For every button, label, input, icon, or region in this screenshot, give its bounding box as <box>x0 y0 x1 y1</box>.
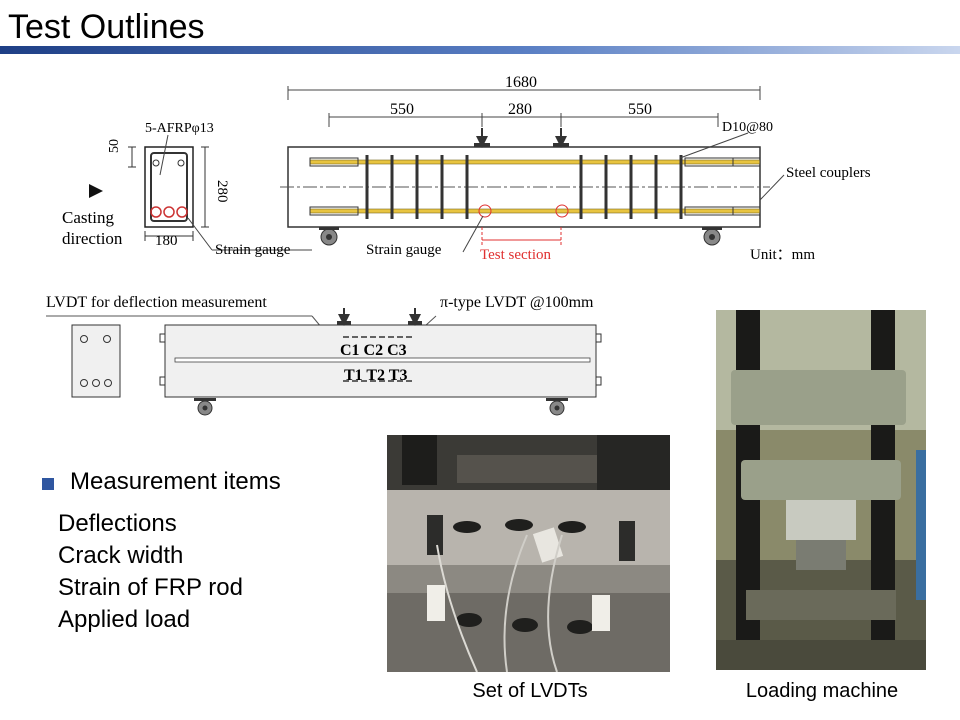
casting-direction-arrow-icon <box>89 184 103 198</box>
lvdt-setup-photo <box>387 435 670 672</box>
measurement-item: Deflections <box>58 510 177 537</box>
title-underline <box>0 46 960 54</box>
casting-label-2: direction <box>62 229 123 248</box>
lvdt-deflection-label: LVDT for deflection measurement <box>46 294 267 311</box>
pi-lvdt-label: π-type LVDT @100mm <box>440 294 594 311</box>
slide-title: Test Outlines <box>8 8 205 46</box>
measurement-item: Crack width <box>58 542 184 569</box>
height-dimension: 280 <box>214 180 230 203</box>
machine-photo-caption: Loading machine <box>745 680 899 702</box>
left-span-dimension: 550 <box>390 101 414 118</box>
bullet-square-icon <box>42 478 54 490</box>
strain-gauge-section-label: Strain gauge <box>215 242 291 258</box>
cover-dimension: 50 <box>107 139 122 153</box>
rebar-label: 5-AFRPφ13 <box>145 121 214 136</box>
right-span-dimension: 550 <box>628 101 652 118</box>
beam-elevation <box>280 86 785 253</box>
test-section-label: Test section <box>480 247 552 263</box>
width-dimension: 180 <box>155 233 178 249</box>
loading-machine-photo <box>716 310 926 670</box>
total-length-dimension: 1680 <box>505 74 537 91</box>
measurement-list: Deflections Crack width Strain of FRP ro… <box>58 508 243 636</box>
casting-label: Casting <box>62 208 114 227</box>
measurement-item: Applied load <box>58 606 191 633</box>
strain-gauge-beam-label: Strain gauge <box>366 242 442 258</box>
unit-label: Unit：mm <box>750 247 815 263</box>
lvdt-layout <box>46 308 602 416</box>
tension-gauge-labels: T1 T2 T3 <box>344 367 407 384</box>
measurement-heading: Measurement items <box>70 468 281 495</box>
lvdt-photo-caption: Set of LVDTs <box>472 680 588 702</box>
mid-span-dimension: 280 <box>508 101 532 118</box>
cross-section <box>89 134 312 251</box>
steel-couplers-label: Steel couplers <box>786 165 871 181</box>
compression-gauge-labels: C1 C2 C3 <box>340 342 407 359</box>
test-setup-diagram: 5-AFRPφ13 50 280 180 Casting direction S… <box>46 74 871 416</box>
measurement-item: Strain of FRP rod <box>58 574 243 601</box>
stirrup-label: D10@80 <box>722 120 773 135</box>
